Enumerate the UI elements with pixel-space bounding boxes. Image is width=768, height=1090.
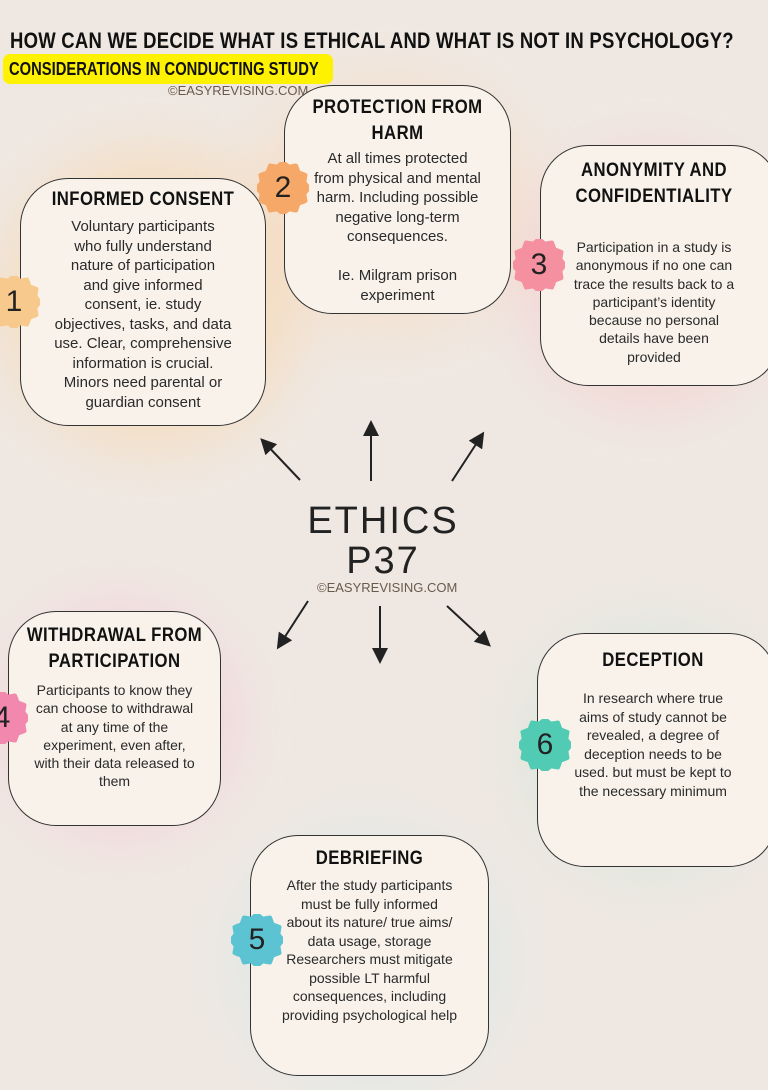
badge-shape (513, 239, 565, 291)
badge-shape (0, 692, 28, 744)
card-body: In research where true aims of study can… (574, 690, 732, 799)
badge-2: 2 (257, 162, 309, 214)
card-body: At all times protected from physical and… (314, 150, 481, 304)
card-title: INFORMED CONSENT (51, 189, 235, 210)
badge-number: 1 (5, 285, 23, 318)
badge-4: 4 (0, 692, 28, 744)
card-body: Participants to know they can choose to … (34, 682, 195, 790)
card-title: DEBRIEFING (315, 848, 424, 869)
arrow-to-withdrawal (276, 600, 309, 650)
watermark-center: ©EASYREVISING.COM (317, 580, 458, 595)
badge-shape (0, 276, 40, 328)
card-title: WITHDRAWAL FROM PARTICIPATION (26, 625, 203, 672)
card-anonymity: ANONYMITY AND CONFIDENTIALITY Participat… (540, 145, 768, 386)
arrow-to-deception (446, 605, 491, 647)
card-title: ANONYMITY AND CONFIDENTIALITY (575, 160, 733, 207)
arrow-to-anonymity (451, 431, 485, 482)
badge-5: 5 (231, 914, 283, 966)
card-protection-from-harm: PROTECTION FROM HARM At all times protec… (284, 85, 511, 314)
badge-shape (257, 162, 309, 214)
card-body: Participation in a study is anonymous if… (573, 239, 735, 365)
badge-1: 1 (0, 276, 40, 328)
badge-number: 5 (248, 923, 266, 956)
badge-shape (231, 914, 283, 966)
card-title: PROTECTION FROM HARM (312, 97, 483, 144)
card-title: DECEPTION (602, 650, 704, 671)
subtitle: CONSIDERATIONS IN CONDUCTING STUDY (9, 59, 319, 79)
card-deception: DECEPTION In research where true aims of… (537, 633, 768, 867)
watermark-top: ©EASYREVISING.COM (168, 83, 309, 98)
badge-number: 6 (536, 728, 554, 761)
badge-shape (519, 719, 571, 771)
card-body: Voluntary participants who fully underst… (54, 218, 232, 411)
card-debriefing: DEBRIEFING After the study participants … (250, 835, 489, 1076)
badge-3: 3 (513, 239, 565, 291)
badge-number: 4 (0, 701, 11, 734)
page-title: HOW CAN WE DECIDE WHAT IS ETHICAL AND WH… (10, 28, 734, 53)
card-body: After the study participants must be ful… (281, 877, 458, 1023)
center-title: ETHICS (307, 500, 459, 542)
badge-number: 2 (274, 171, 292, 204)
card-withdrawal: WITHDRAWAL FROM PARTICIPATION Participan… (8, 611, 221, 826)
arrow-to-consent (260, 438, 301, 481)
subtitle-highlight: CONSIDERATIONS IN CONDUCTING STUDY (3, 54, 333, 84)
card-informed-consent: INFORMED CONSENT Voluntary participants … (20, 178, 266, 426)
badge-number: 3 (530, 248, 548, 281)
badge-6: 6 (519, 719, 571, 771)
center-page: P37 (346, 540, 420, 582)
